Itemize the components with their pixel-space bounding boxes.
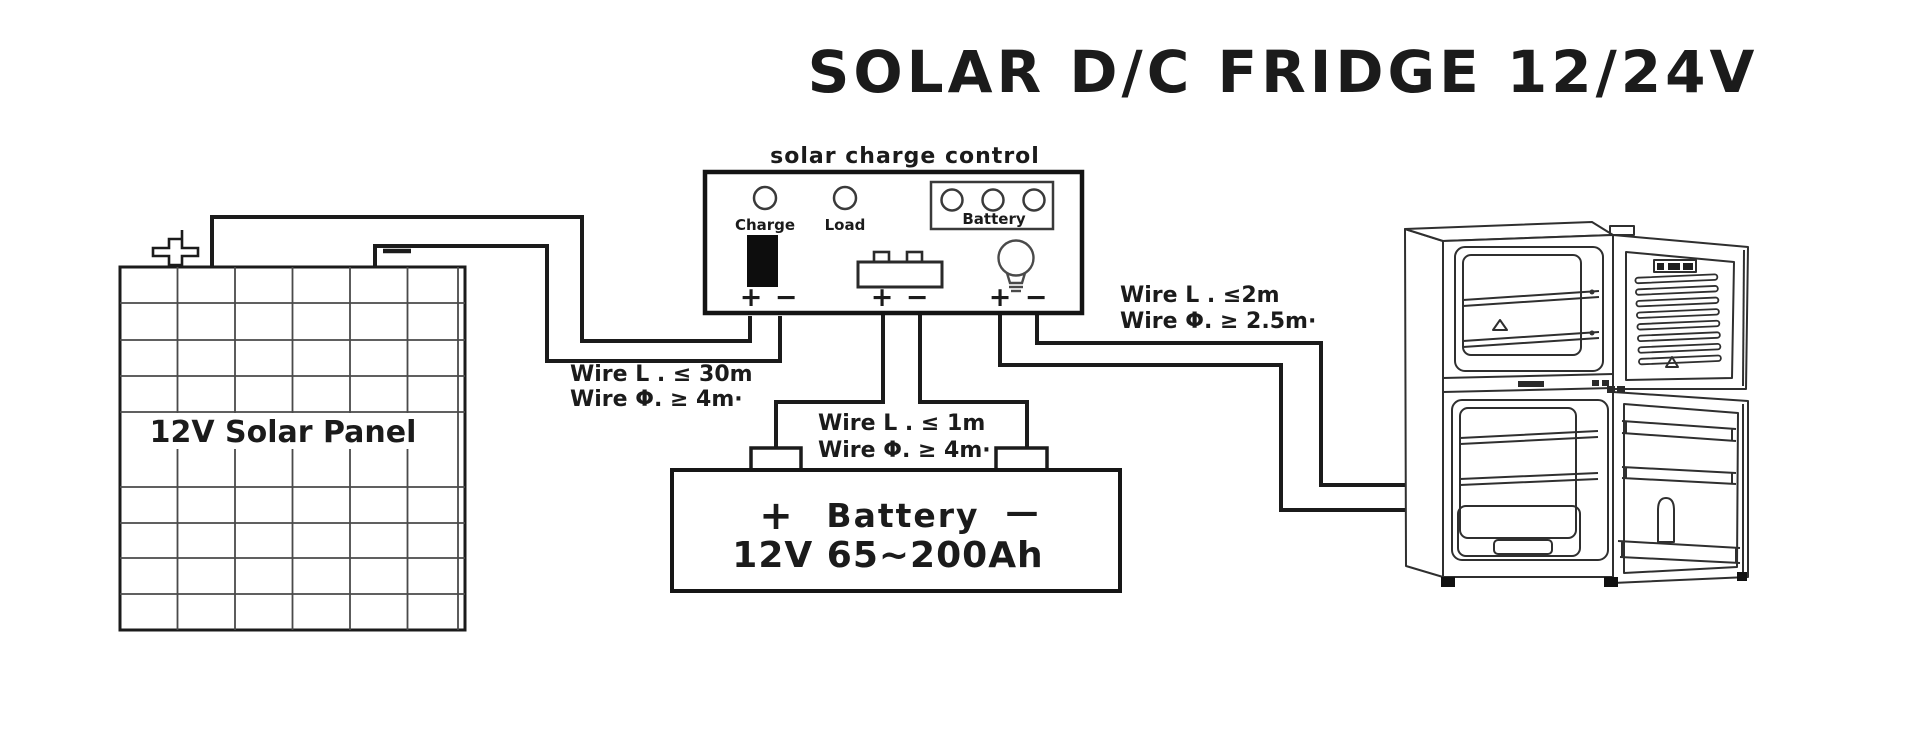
wire-battery-spec-line1: Wire L . ≤ 1m [818,411,985,436]
door-bin-2 [1621,466,1737,485]
charge-controller-title: solar charge control [770,144,1040,169]
wire-load-negative [1035,310,1406,487]
wire-battery-positive [774,310,885,450]
freezer-compartment [1454,246,1604,372]
battery-name-label: Battery [826,496,979,535]
wire-battery-spec-line2: Wire Φ. ≥ 4m· [818,438,991,463]
wire-load-positive [998,310,1406,512]
wire-spec-labels: Wire L . ≤ 30m Wire Φ. ≥ 4m· Wire L . ≤ … [570,283,1316,463]
battery-minus-mark: − [906,282,929,313]
wire-panel-negative [373,244,782,363]
freezer-shelf-1 [1462,290,1600,307]
charge-led-label: Charge [735,216,795,234]
panel-plus-terminal-icon [151,230,200,267]
load-minus-mark: − [1025,282,1048,313]
battery-spec-label: 12V 65~200Ah [732,535,1043,576]
door-hinge-1 [1607,386,1615,393]
wire-battery-negative [918,310,1029,450]
wire-panel-positive [210,215,752,343]
wire-fridge-spec-line2: Wire Φ. ≥ 2.5m· [1120,309,1316,334]
battery-port-icon [856,250,944,289]
freezer-door-grille [1634,273,1722,366]
freezer-door-display [1653,259,1697,273]
load-plus-mark: + [989,282,1012,313]
battery-minus-label: — [1006,492,1039,531]
wire-panel-spec-line1: Wire L . ≤ 30m [570,362,753,387]
solar-panel: 12V Solar Panel [118,230,467,632]
load-bulb-icon [997,239,1035,293]
freezer-door-lock-mark [1665,356,1679,368]
fridge-left-side [1404,228,1444,578]
wire-runs [210,215,1406,512]
charge-controller: solar charge control Charge Load Battery [702,144,1085,316]
load-led-label: Load [825,216,866,234]
solar-plus-mark: + [740,282,763,313]
freezer-door [1612,234,1749,390]
freezer-shelf-2 [1462,331,1600,348]
battery-box [670,468,1122,593]
fridge-feet [1441,572,1747,587]
crisper-drawer [1457,505,1581,557]
fridge-door [1607,386,1749,584]
door-bin-1 [1621,420,1737,442]
battery-indicator-label: Battery [962,210,1025,228]
solar-minus-mark: − [775,282,798,313]
battery-plus-label: + [759,493,793,539]
load-led-icon [832,185,858,211]
charge-led-icon [752,185,778,211]
solar-panel-label: 12V Solar Panel [150,415,417,450]
battery-led-1-icon [940,188,964,212]
fridge-compartment [1451,399,1609,561]
battery-indicator: Battery [929,180,1055,231]
freezer-drain-mark [1492,319,1508,331]
solar-panel-port-icon [747,235,778,287]
solar-panel-label-plate [133,413,449,449]
battery-unit: + Battery — 12V 65~200Ah [670,446,1122,593]
diagram-title: SOLAR D/C FRIDGE 12/24V [808,38,1759,106]
fridge-shelf-1 [1459,430,1599,445]
battery-led-2-icon [981,188,1005,212]
door-bottle [1657,497,1675,543]
battery-plus-mark: + [871,282,894,313]
controller-terminal-marks: + − + − + − [740,282,1048,313]
wire-fridge-spec-line1: Wire L . ≤2m [1120,283,1280,308]
fridge-shelf-2 [1459,472,1599,486]
wire-panel-spec-line2: Wire Φ. ≥ 4m· [570,387,743,412]
door-hinge-2 [1617,386,1625,393]
fridge-top-hinge [1609,225,1635,236]
battery-led-3-icon [1022,188,1046,212]
dc-fridge [1404,221,1749,587]
fridge-front [1442,234,1614,578]
fridge-divider [1442,373,1614,393]
door-bin-3 [1617,540,1741,564]
